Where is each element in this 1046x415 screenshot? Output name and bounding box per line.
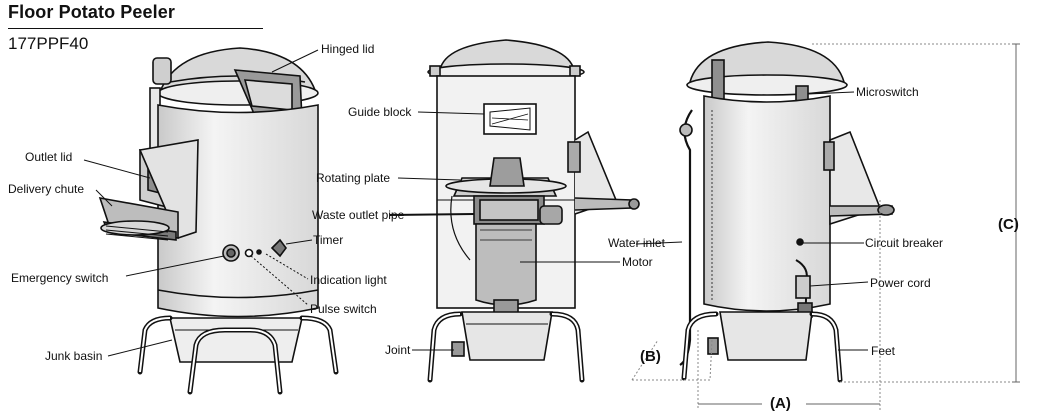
left-view-leaders [83, 49, 319, 357]
callout-hinged-lid: Hinged lid [321, 42, 375, 56]
dimension-lines [631, 43, 1020, 410]
callout-timer: Timer [313, 233, 344, 247]
callout-delivery-chute: Delivery chute [8, 182, 85, 196]
callout-feet: Feet [871, 344, 896, 358]
callout-joint: Joint [385, 343, 411, 357]
middle-view-leaders [389, 111, 683, 351]
title-underline [8, 28, 263, 29]
left-view-machine [98, 47, 339, 395]
right-view-leaders [803, 91, 869, 351]
callout-circuit-breaker: Circuit breaker [865, 236, 944, 250]
callout-indication-light: Indication light [310, 273, 387, 287]
dimension-c-label: (C) [998, 216, 1019, 233]
callout-motor: Motor [622, 255, 653, 269]
dimension-b-label: (B) [640, 348, 661, 365]
callout-outlet-lid: Outlet lid [25, 150, 73, 164]
model-number: 177PPF40 [8, 34, 89, 53]
middle-view-machine [427, 39, 640, 383]
callout-junk-basin: Junk basin [45, 349, 103, 363]
callout-waste-outlet-pipe: Waste outlet pipe [312, 208, 405, 222]
callout-emergency-switch: Emergency switch [11, 271, 109, 285]
callout-water-inlet: Water inlet [608, 236, 665, 250]
callout-guide-block: Guide block [348, 105, 412, 119]
callout-pulse-switch: Pulse switch [310, 302, 377, 316]
right-view-machine [679, 41, 895, 383]
page-title: Floor Potato Peeler [8, 2, 175, 22]
callout-power-cord: Power cord [870, 276, 931, 290]
callout-rotating-plate: Rotating plate [316, 171, 391, 185]
dimension-a-label: (A) [770, 395, 791, 412]
callout-microswitch: Microswitch [856, 85, 919, 99]
